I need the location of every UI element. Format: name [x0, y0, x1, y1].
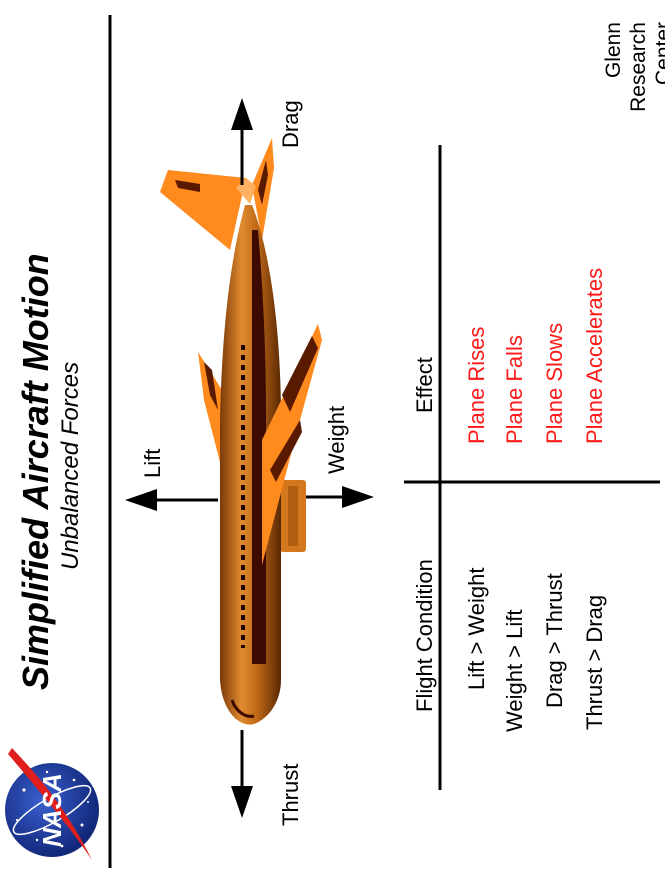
header-condition: Flight Condition — [412, 559, 437, 712]
logo-text: NASA — [37, 773, 67, 847]
logo-stars — [15, 770, 89, 848]
weight-label: Weight — [324, 406, 349, 474]
center-label: Glenn Research Center — [602, 22, 665, 112]
drag-label: Drag — [278, 100, 303, 148]
row-3-condition-group: Drag > Thrust — [542, 573, 567, 708]
weight-arrow-head — [342, 486, 374, 508]
logo-vector — [8, 748, 92, 860]
row-1-condition: Lift > Weight — [464, 568, 489, 691]
row-4-effect: Plane Accelerates — [582, 268, 607, 444]
title-group: Simplified Aircraft Motion — [15, 253, 56, 690]
right-wing-stripe-2 — [270, 420, 302, 482]
lift-arrow-head — [125, 489, 157, 511]
row-4-effect-group: Plane Accelerates — [582, 268, 607, 444]
header-effect-group: Effect — [412, 357, 437, 413]
left-wing-stripe — [204, 362, 218, 410]
row-2-condition-group: Weight > Lift — [502, 610, 527, 733]
weight-label-group: Weight — [324, 406, 349, 474]
nasa-logo: NASA — [5, 748, 99, 860]
row-4-condition: Thrust > Drag — [582, 595, 607, 730]
center-line-3: Center — [652, 22, 665, 85]
center-line-2: Research — [627, 22, 650, 112]
force-arrows — [125, 98, 374, 818]
row-1-effect-group: Plane Rises — [464, 327, 489, 444]
logo-orbit — [12, 784, 92, 836]
row-1-condition-group: Lift > Weight — [464, 568, 489, 691]
row-3-effect: Plane Slows — [542, 323, 567, 444]
tail-fin-left-stripe — [175, 180, 200, 192]
nose — [230, 699, 255, 718]
engine-shade — [288, 486, 298, 546]
tail-fin-left — [160, 170, 246, 250]
lift-label: Lift — [140, 449, 165, 478]
tail-fin-right-stripe — [258, 160, 268, 205]
drag-arrow-head — [231, 98, 253, 130]
lift-label-group: Lift — [140, 449, 165, 478]
row-3-condition: Drag > Thrust — [542, 573, 567, 708]
airplane — [160, 138, 322, 725]
row-2-effect-group: Plane Falls — [502, 335, 527, 444]
subtitle-group: Unbalanced Forces — [57, 362, 84, 570]
drag-label-group: Drag — [278, 100, 303, 148]
page-subtitle: Unbalanced Forces — [57, 362, 84, 570]
row-1-effect: Plane Rises — [464, 327, 489, 444]
row-2-condition: Weight > Lift — [502, 610, 527, 733]
header-effect: Effect — [412, 357, 437, 413]
thrust-label-group: Thrust — [278, 764, 303, 826]
row-2-effect: Plane Falls — [502, 335, 527, 444]
row-4-condition-group: Thrust > Drag — [582, 595, 607, 730]
header-condition-group: Flight Condition — [412, 559, 437, 712]
thrust-label: Thrust — [278, 764, 303, 826]
flight-table: Flight Condition Effect Lift > Weight We… — [404, 145, 660, 790]
center-line-1: Glenn — [602, 22, 625, 78]
row-3-effect-group: Plane Slows — [542, 323, 567, 444]
left-wing — [198, 352, 222, 470]
right-wing-stripe — [282, 336, 318, 412]
page-title: Simplified Aircraft Motion — [15, 253, 56, 690]
thrust-arrow-head — [231, 786, 253, 818]
